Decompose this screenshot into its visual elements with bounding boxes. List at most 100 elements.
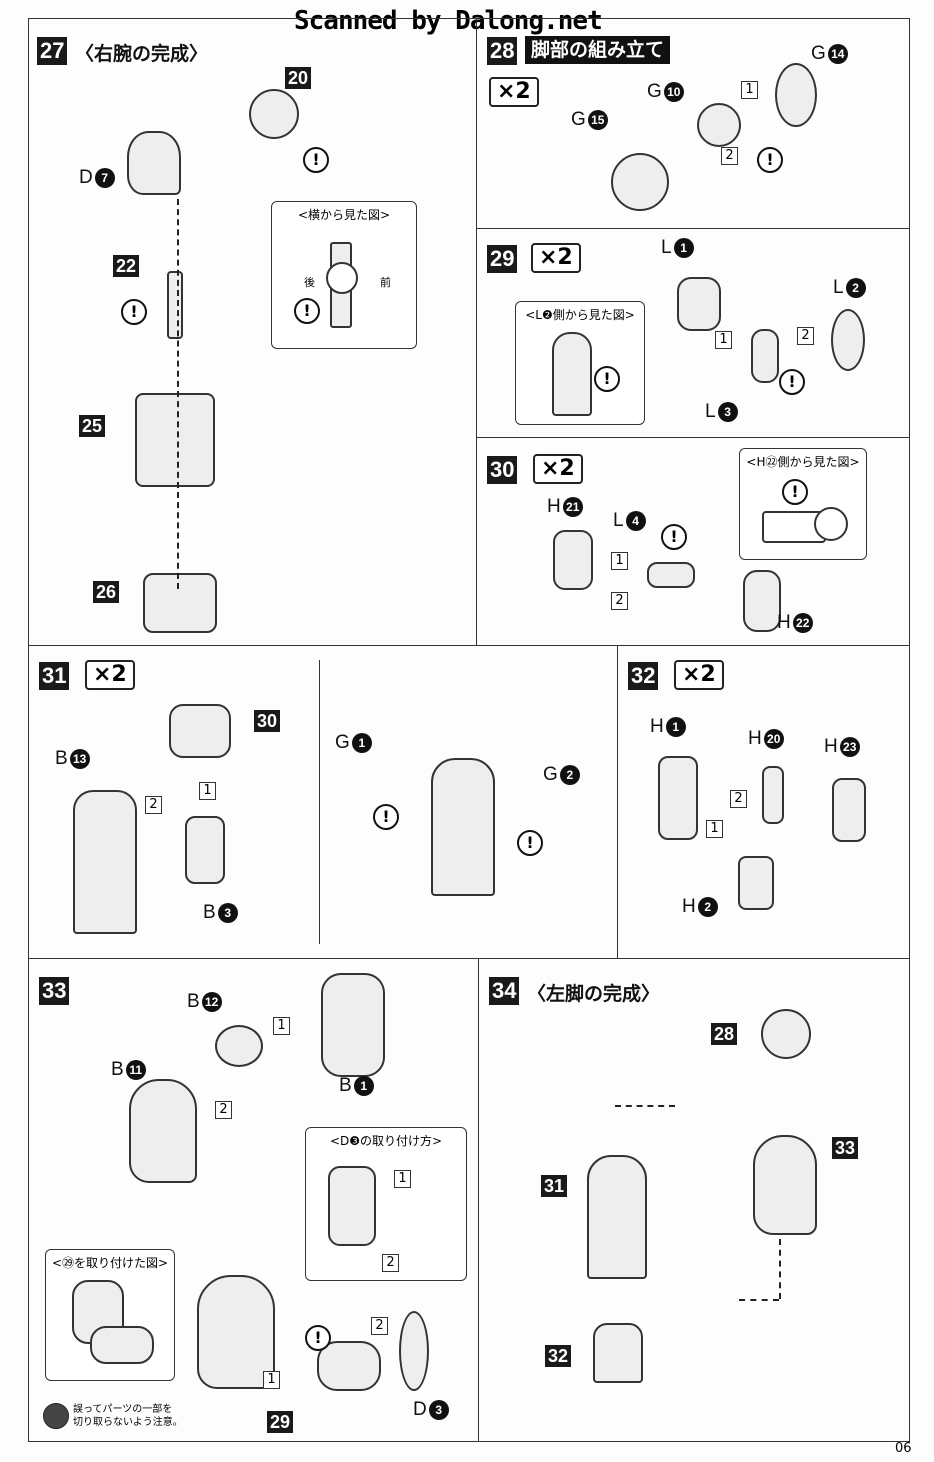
label-number: 3 [717,402,738,422]
label-letter: B [187,991,200,1012]
warning-icon [305,1325,331,1351]
label-letter: G [647,81,662,102]
label-letter: H [748,728,762,749]
caution-note: 誤ってパーツの一部を 切り取らないよう注意。 [73,1403,183,1429]
part-l2-illustration [831,309,865,371]
label-letter: B [111,1059,124,1080]
step-marker: 2 [371,1317,388,1335]
label-letter: H [682,896,696,917]
warning-icon [594,366,620,392]
attached-29-inset: <㉙を取り付けた図> [45,1249,175,1381]
warning-icon [121,299,147,325]
part-h22-illustration [743,570,781,632]
part-l1-illustration [677,277,721,331]
part-31-illustration [587,1155,647,1279]
watermark: Scanned by Dalong.net [294,6,603,36]
part-b11-illustration [129,1079,197,1183]
inset-caption: <横から見た図> [297,208,391,222]
label-letter: H [650,716,664,737]
part-b1-illustration [321,973,385,1077]
side-view-inset: <H㉒側から見た図> [739,448,867,560]
multiplier-badge: ×2 [531,243,581,273]
part-h21-illustration [553,530,593,590]
warning-icon [757,147,783,173]
step-marker: 2 [145,796,162,814]
d3-attachment-inset: <D❸の取り付け方> 1 2 [305,1127,467,1281]
multiplier-badge: ×2 [674,660,724,690]
part-l3-illustration [751,329,779,383]
leg-illustration [431,758,495,896]
label-number: 14 [827,44,848,64]
step-title: 脚部の組み立て [525,36,671,64]
warning-icon [294,298,320,324]
part-ref: 26 [93,581,120,603]
label-letter: L [833,277,844,298]
label-number: 3 [428,1400,449,1420]
label-number: 22 [792,613,813,633]
label-letter: G [571,109,586,130]
step-number: 33 [39,977,70,1005]
step-marker: 1 [706,820,723,838]
part-29-illustration [317,1341,381,1391]
step-marker: 2 [215,1101,232,1119]
inset-caption: <L❷側から見た図> [525,308,635,322]
inset-caption: <D❸の取り付け方> [329,1134,443,1148]
step-marker: 1 [611,552,628,570]
part-33-illustration [753,1135,817,1235]
multiplier-badge: ×2 [489,77,539,107]
part-ref: 29 [267,1411,294,1433]
warning-icon [779,369,805,395]
part-l4-illustration [647,562,695,588]
part-ref: 22 [113,255,140,277]
label-number: 11 [125,1060,146,1080]
step-marker: 1 [715,331,732,349]
part-g14-illustration [775,63,817,127]
label-number: 4 [625,511,646,531]
label-number: 15 [587,110,608,130]
label-letter: L [613,510,624,531]
part-ref: 32 [545,1345,572,1367]
assembled-leg-illustration [197,1275,275,1389]
step-27-panel: 27 〈右腕の完成〉 20 D7 22 25 26 <横から見た図> 後 前 [28,18,477,646]
step-number: 30 [487,456,518,484]
part-22-illustration [167,271,183,339]
part-d3-illustration [399,1311,429,1391]
label-number: 1 [673,238,694,258]
part-g10-illustration [697,103,741,147]
label-number: 10 [663,82,684,102]
side-view-inset: <L❷側から見た図> [515,301,645,425]
part-g15-illustration [611,153,669,211]
warning-icon [517,830,543,856]
warning-icon [661,524,687,550]
part-b12-illustration [215,1025,263,1067]
label-number: 2 [697,897,718,917]
step-29-panel: 29 ×2 <L❷側から見た図> L1 L2 L3 1 2 [476,228,910,438]
note-line: 誤ってパーツの一部を [73,1404,173,1415]
label-number: 1 [351,733,372,753]
label-letter: L [705,401,716,422]
part-b13-illustration [73,790,137,934]
step-title: 〈右腕の完成〉 [75,43,209,65]
label-letter: G [543,764,558,785]
step-number: 27 [37,37,68,65]
part-h2-illustration [738,856,774,910]
label-front: 前 [380,276,391,289]
label-back: 後 [304,276,315,289]
part-30-illustration [169,704,231,758]
page-number: 06 [895,1441,912,1456]
